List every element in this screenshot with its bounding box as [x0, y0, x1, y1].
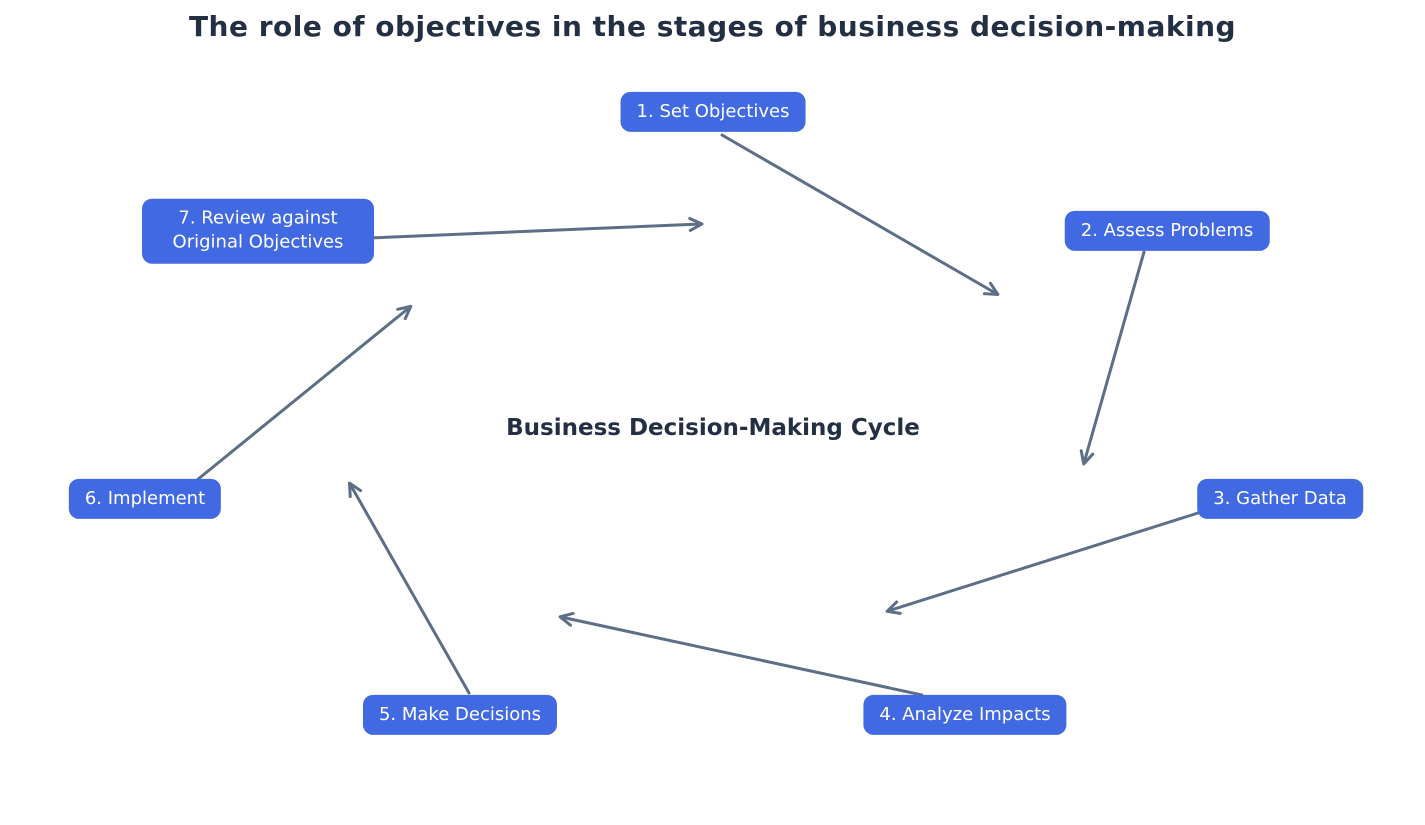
arrow-review-to-set-objectives — [367, 216, 704, 240]
node-review-against-original-objectives[interactable]: 7. Review against Original Objectives — [142, 198, 374, 264]
node-set-objectives[interactable]: 1. Set Objectives — [620, 91, 806, 133]
node-analyze-impacts[interactable]: 4. Analyze Impacts — [863, 694, 1067, 736]
node-make-decisions[interactable]: 5. Make Decisions — [362, 694, 558, 736]
arrow-gather-data-to-analyze-impacts — [885, 511, 1200, 615]
node-gather-data[interactable]: 3. Gather Data — [1197, 478, 1363, 520]
node-assess-problems[interactable]: 2. Assess Problems — [1064, 210, 1270, 252]
arrow-set-objectives-to-assess-problems — [720, 133, 1000, 297]
arrow-analyze-impacts-to-make-decisions — [558, 611, 924, 697]
arrow-implement-to-review — [195, 304, 413, 482]
node-implement[interactable]: 6. Implement — [68, 478, 222, 520]
arrow-make-decisions-to-implement — [348, 481, 471, 695]
arrow-assess-problems-to-gather-data — [1079, 250, 1146, 466]
diagram-title: The role of objectives in the stages of … — [188, 10, 1237, 43]
cycle-center-label: Business Decision-Making Cycle — [506, 415, 920, 441]
